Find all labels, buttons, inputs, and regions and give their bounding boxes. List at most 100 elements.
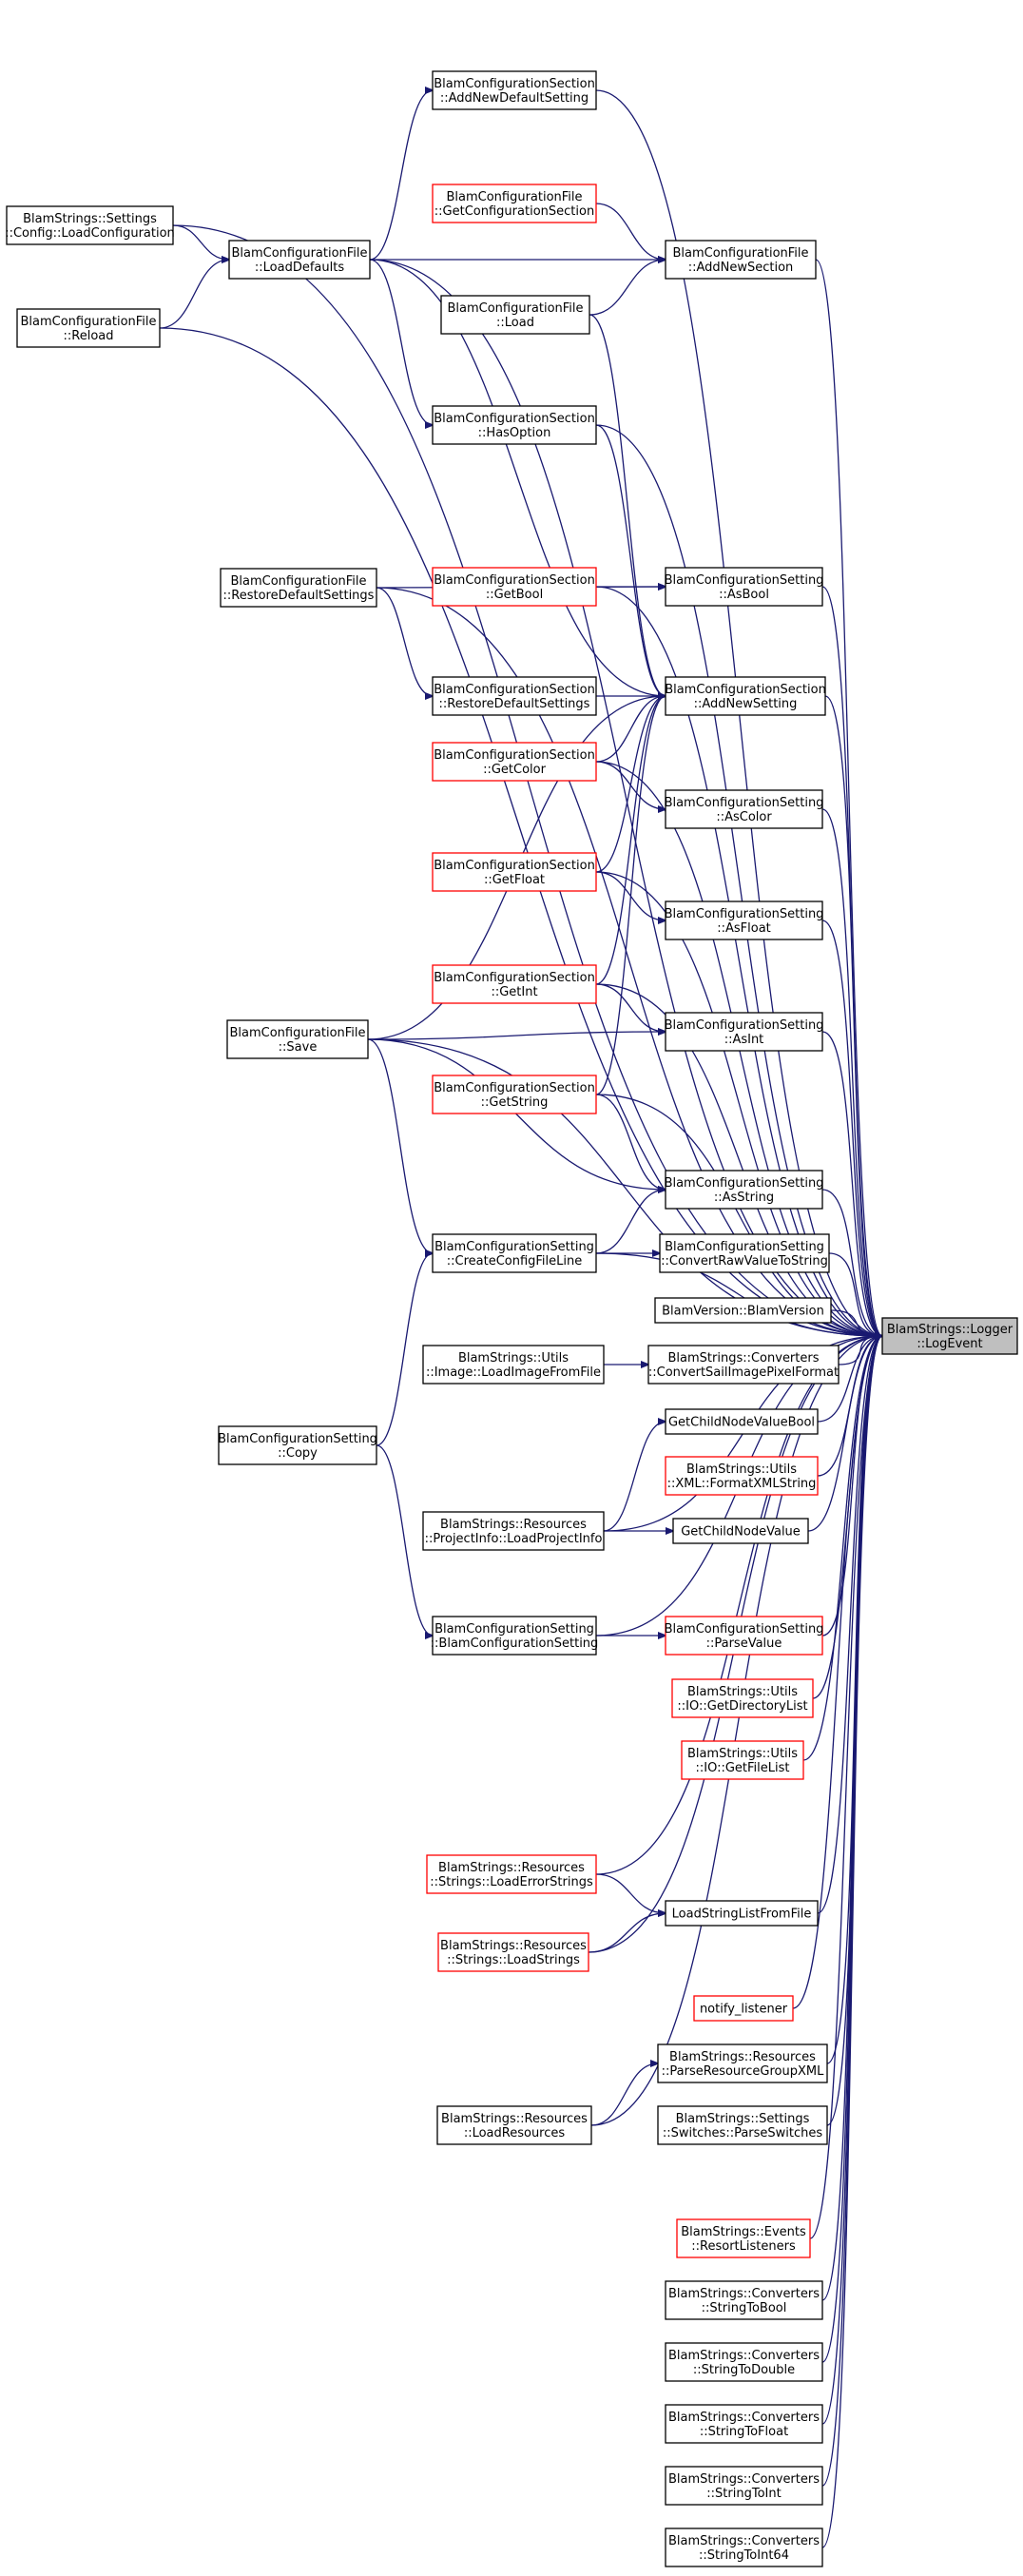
edge-addnewsetting-to-logger — [824, 695, 882, 1336]
node-box-settingsload — [6, 205, 174, 245]
node-box-hasoption — [432, 405, 597, 445]
node-box-asbool — [665, 567, 823, 607]
node-label-asfloat-0: BlamConfigurationSetting — [665, 907, 824, 921]
edge-settingsload-to-loaddefaults — [172, 224, 229, 260]
node-label-formatxml-1: ::XML::FormatXMLString — [667, 1477, 817, 1491]
node-getcolor[interactable]: BlamConfigurationSection::GetColor — [432, 742, 597, 782]
edge-save-to-asint — [367, 1032, 666, 1040]
node-box-getcolor — [432, 742, 597, 782]
node-stringtoint[interactable]: BlamStrings::Converters::StringToInt — [665, 2466, 823, 2506]
node-label-getconfigsection-0: BlamConfigurationFile — [446, 190, 582, 204]
node-loaddefaults[interactable]: BlamConfigurationFile::LoadDefaults — [228, 240, 371, 280]
node-box-resortlisteners — [676, 2218, 811, 2258]
node-convertraw[interactable]: BlamConfigurationSetting::ConvertRawValu… — [659, 1233, 830, 1273]
node-parseswitches[interactable]: BlamStrings::Settings::Switches::ParseSw… — [657, 2105, 828, 2145]
node-blamversion[interactable]: BlamVersion::BlamVersion — [654, 1297, 832, 1324]
node-stringtobool[interactable]: BlamStrings::Converters::StringToBool — [665, 2280, 823, 2320]
node-asbool[interactable]: BlamConfigurationSetting::AsBool — [665, 567, 824, 607]
edge-hasoption-to-addnewsetting — [595, 424, 666, 696]
node-label-asint-1: ::AsInt — [724, 1033, 764, 1047]
edge-loadresources-to-parseresgroup — [590, 2063, 658, 2126]
node-asint[interactable]: BlamConfigurationSetting::AsInt — [665, 1012, 824, 1052]
node-box-getconfigsection — [432, 184, 597, 223]
node-label-getstring-1: ::GetString — [481, 1095, 549, 1110]
node-box-stringtoint — [665, 2466, 823, 2506]
node-getstring[interactable]: BlamConfigurationSection::GetString — [432, 1075, 597, 1114]
node-stringtofloat[interactable]: BlamStrings::Converters::StringToFloat — [665, 2404, 823, 2444]
node-settingctor[interactable]: BlamConfigurationSetting::BlamConfigurat… — [431, 1616, 599, 1656]
edge-getstring-to-addnewsetting — [595, 696, 666, 1095]
node-addnewsection[interactable]: BlamConfigurationFile::AddNewSection — [665, 240, 817, 280]
node-ascolor[interactable]: BlamConfigurationSetting::AsColor — [665, 789, 824, 829]
node-parsevalue[interactable]: BlamConfigurationSetting::ParseValue — [665, 1616, 824, 1656]
node-parseresgroup[interactable]: BlamStrings::Resources::ParseResourceGro… — [657, 2043, 828, 2083]
node-box-addnewsection — [665, 240, 817, 280]
node-getbool[interactable]: BlamConfigurationSection::GetBool — [432, 567, 597, 607]
node-label-logger-0: BlamStrings::Logger — [887, 1323, 1013, 1337]
node-label-restoredefaults-1: ::RestoreDefaultSettings — [223, 589, 375, 603]
node-logger[interactable]: BlamStrings::Logger::LogEvent — [881, 1317, 1018, 1355]
node-loadimage[interactable]: BlamStrings::Utils::Image::LoadImageFrom… — [422, 1345, 605, 1385]
node-loadstrings[interactable]: BlamStrings::Resources::Strings::LoadStr… — [437, 1932, 589, 1972]
edge-getfloat-to-addnewsetting — [595, 696, 666, 873]
node-addnewdefault[interactable]: BlamConfigurationSection::AddNewDefaultS… — [432, 70, 597, 110]
node-copy[interactable]: BlamConfigurationSetting::Copy — [218, 1425, 377, 1465]
node-createconfigline[interactable]: BlamConfigurationSetting::CreateConfigFi… — [432, 1233, 597, 1273]
edge-reload-to-loaddefaults — [159, 260, 229, 329]
edge-convertraw-to-logger — [828, 1252, 882, 1336]
node-getconfigsection[interactable]: BlamConfigurationFile::GetConfigurationS… — [432, 184, 597, 223]
node-box-getchildbool — [665, 1408, 819, 1435]
node-label-addnewdefault-1: ::AddNewDefaultSetting — [440, 91, 589, 106]
edge-loaderrorstrings-to-loadstringlist — [595, 1873, 666, 1913]
node-label-parsevalue-0: BlamConfigurationSetting — [665, 1622, 824, 1637]
node-getfilelist[interactable]: BlamStrings::Utils::IO::GetFileList — [681, 1740, 804, 1780]
node-asfloat[interactable]: BlamConfigurationSetting::AsFloat — [665, 901, 824, 940]
node-getchildbool[interactable]: GetChildNodeValueBool — [665, 1408, 819, 1435]
node-sectionrestore[interactable]: BlamConfigurationSection::RestoreDefault… — [432, 676, 597, 716]
node-loadprojectinfo[interactable]: BlamStrings::Resources::ProjectInfo::Loa… — [422, 1511, 605, 1551]
node-getchildvalue[interactable]: GetChildNodeValue — [672, 1518, 809, 1544]
node-settingsload[interactable]: BlamStrings::Settings::Config::LoadConfi… — [5, 205, 175, 245]
nodes-layer: BlamStrings::Logger::LogEventBlamConfigu… — [5, 70, 1018, 2567]
node-reload[interactable]: BlamConfigurationFile::Reload — [16, 308, 161, 348]
node-box-createconfigline — [432, 1233, 597, 1273]
node-label-stringtoint64-0: BlamStrings::Converters — [668, 2534, 820, 2548]
node-getint[interactable]: BlamConfigurationSection::GetInt — [432, 964, 597, 1004]
node-label-parseresgroup-1: ::ParseResourceGroupXML — [662, 2064, 824, 2079]
node-hasoption[interactable]: BlamConfigurationSection::HasOption — [432, 405, 597, 445]
node-label-stringtofloat-1: ::StringToFloat — [700, 2425, 788, 2439]
node-save[interactable]: BlamConfigurationFile::Save — [226, 1019, 369, 1059]
node-restoredefaults[interactable]: BlamConfigurationFile::RestoreDefaultSet… — [220, 568, 377, 608]
node-stringtodouble[interactable]: BlamStrings::Converters::StringToDouble — [665, 2342, 823, 2382]
node-label-getfilelist-1: ::IO::GetFileList — [695, 1761, 789, 1775]
node-box-getdirlist — [671, 1678, 814, 1718]
node-addnewsetting[interactable]: BlamConfigurationSection::AddNewSetting — [665, 676, 826, 716]
node-stringtoint64[interactable]: BlamStrings::Converters::StringToInt64 — [665, 2528, 823, 2567]
edge-blamversion-to-logger — [830, 1309, 882, 1336]
node-box-loaderrorstrings — [426, 1854, 597, 1894]
node-fileload[interactable]: BlamConfigurationFile::Load — [440, 295, 590, 335]
node-box-getstring — [432, 1075, 597, 1114]
node-loaderrorstrings[interactable]: BlamStrings::Resources::Strings::LoadErr… — [426, 1854, 597, 1894]
node-label-addnewsection-1: ::AddNewSection — [688, 261, 794, 275]
node-label-resortlisteners-0: BlamStrings::Events — [681, 2225, 806, 2239]
node-box-getchildvalue — [672, 1518, 809, 1544]
node-loadstringlist[interactable]: LoadStringListFromFile — [665, 1900, 819, 1927]
node-box-fileload — [440, 295, 590, 335]
node-label-reload-0: BlamConfigurationFile — [20, 315, 156, 329]
node-label-hasoption-1: ::HasOption — [478, 426, 551, 440]
node-convertsail[interactable]: BlamStrings::Converters::ConvertSailImag… — [647, 1345, 840, 1385]
node-box-asint — [665, 1012, 823, 1052]
node-label-sectionrestore-1: ::RestoreDefaultSettings — [439, 697, 590, 711]
node-formatxml[interactable]: BlamStrings::Utils::XML::FormatXMLString — [665, 1456, 819, 1496]
node-getdirlist[interactable]: BlamStrings::Utils::IO::GetDirectoryList — [671, 1678, 814, 1718]
node-asstring[interactable]: BlamConfigurationSetting::AsString — [665, 1170, 824, 1210]
node-label-loaddefaults-1: ::LoadDefaults — [255, 261, 344, 275]
node-label-createconfigline-1: ::CreateConfigFileLine — [447, 1254, 583, 1269]
node-getfloat[interactable]: BlamConfigurationSection::GetFloat — [432, 852, 597, 892]
edge-createconfigline-to-logger — [595, 1252, 882, 1336]
node-resortlisteners[interactable]: BlamStrings::Events::ResortListeners — [676, 2218, 811, 2258]
edges-layer — [159, 90, 882, 2548]
node-loadresources[interactable]: BlamStrings::Resources::LoadResources — [436, 2105, 592, 2145]
node-notify[interactable]: notify_listener — [693, 1995, 794, 2022]
